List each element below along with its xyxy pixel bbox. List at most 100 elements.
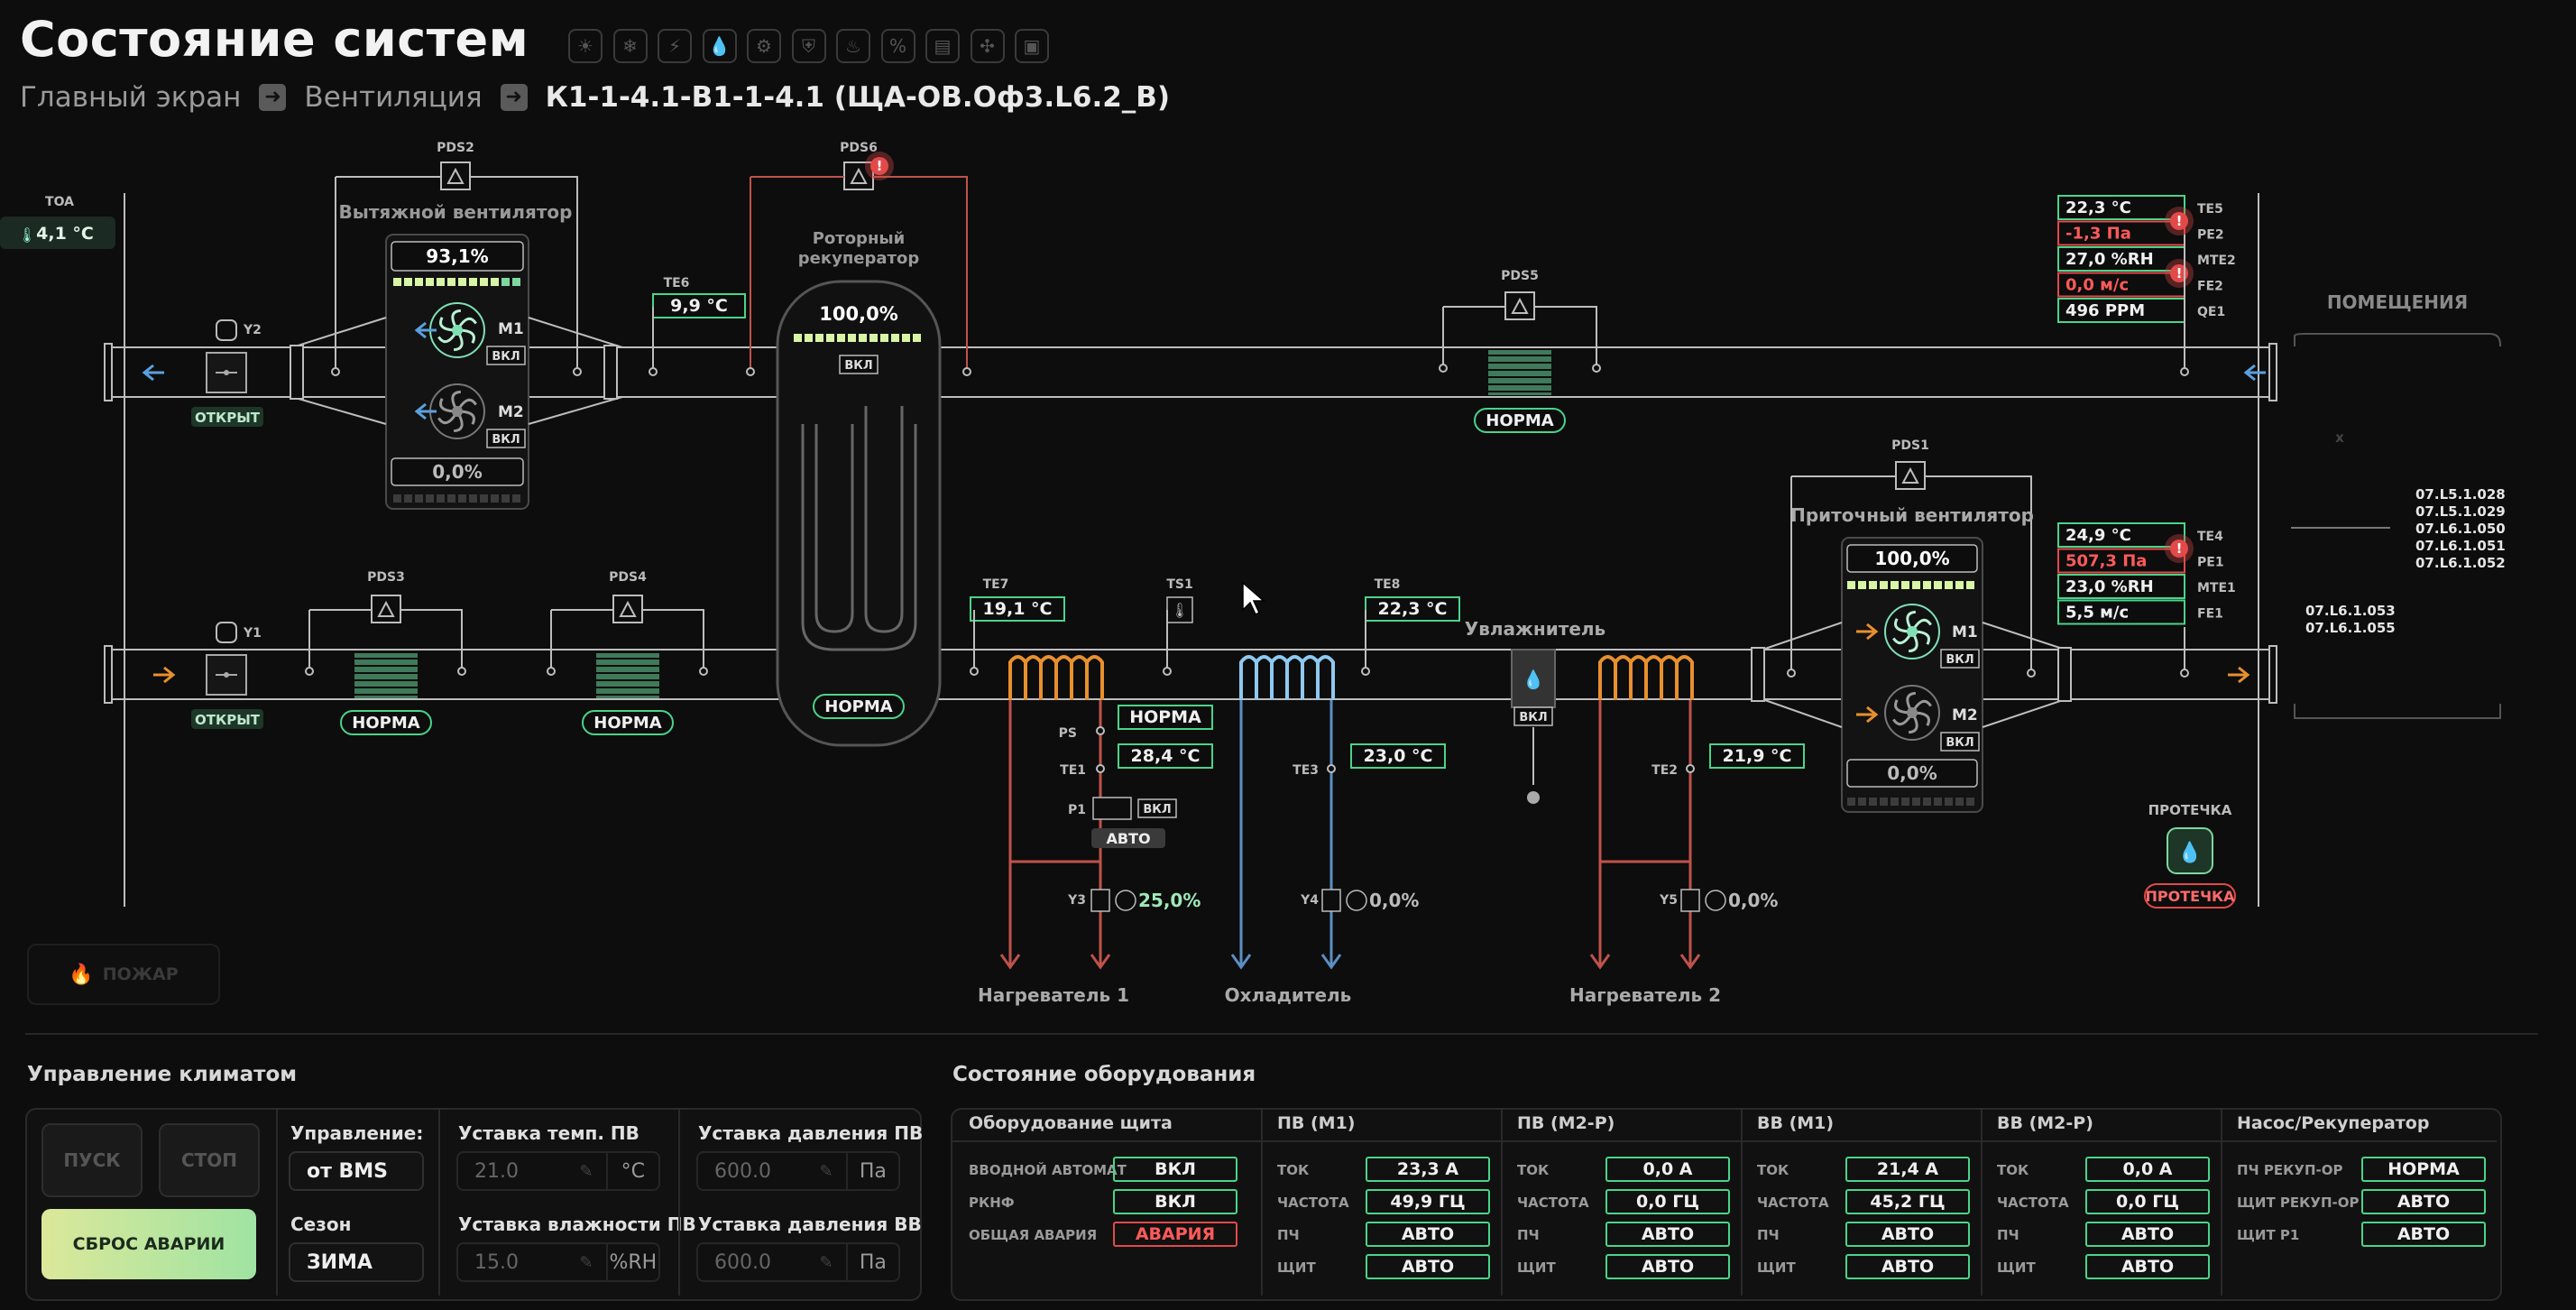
valve-y4-icon: [1321, 889, 1341, 912]
equipment-row-label: ПЧ: [1517, 1227, 1540, 1243]
alarm-icon: [870, 157, 888, 175]
te8-label: TE8: [1375, 577, 1401, 592]
control-mode-select[interactable]: от BMS: [289, 1151, 424, 1191]
exhaust-sensor-id: PE2: [2197, 228, 2224, 243]
speed-bar-segment: [1880, 798, 1888, 806]
equipment-row-label: ЩИТ: [1757, 1259, 1796, 1276]
equipment-column-header: ПВ (М1): [1277, 1113, 1356, 1133]
supply-m1-state: ВКЛ: [1946, 653, 1973, 667]
reset-alarm-button[interactable]: СБРОС АВАРИИ: [41, 1209, 256, 1279]
y4-value: 0,0%: [1369, 890, 1419, 911]
sun-icon[interactable]: ☀: [568, 29, 603, 63]
te1-value: 28,4 °C: [1131, 746, 1201, 766]
equipment-status-value: НОРМА: [2361, 1157, 2486, 1182]
supply-fan-m1-icon-hub: [1907, 626, 1918, 637]
alarm-mark: !: [2176, 265, 2183, 281]
te2-value: 21,9 °C: [1723, 746, 1792, 766]
pds3-state-pill: [340, 710, 432, 735]
humidity-setpoint-input[interactable]: 15.0✎%RH: [456, 1242, 660, 1282]
te3-value-box: [1350, 743, 1446, 769]
speed-bar-segment: [1891, 581, 1899, 589]
fire-button[interactable]: 🔥 ПОЖАР: [27, 944, 220, 1005]
recuperator-status-pill: [813, 694, 905, 719]
fan-speed-box: [391, 241, 524, 272]
equipment-row-label: ТОК: [1997, 1162, 2029, 1178]
exhaust-m2-label: M2: [498, 403, 524, 421]
duct-end-cap: [2268, 645, 2277, 704]
start-button[interactable]: ПУСК: [41, 1123, 143, 1197]
p1-mode: АВТО: [1106, 830, 1150, 847]
humidifier-state: ВКЛ: [1519, 711, 1547, 724]
te3-label: TE3: [1293, 763, 1319, 778]
exhaust-m1-state-box: [486, 346, 526, 365]
speed-bar-segment: [1923, 798, 1931, 806]
mouse-cursor-icon: [1242, 581, 1266, 616]
equipment-row-label: ТОК: [1277, 1162, 1310, 1178]
outdoor-temp-bg: [0, 217, 115, 249]
snowflake-icon[interactable]: ❄: [612, 29, 648, 63]
heater-icon[interactable]: ♨: [836, 29, 870, 63]
shield-icon[interactable]: ⛨: [791, 29, 826, 63]
breadcrumb: Главный экран ➜ Вентиляция ➜ К1-1-4.1-В1…: [20, 81, 1170, 114]
speed-bar-segment: [437, 278, 445, 286]
damper-y1-label: Y1: [243, 626, 262, 641]
supply-sensor-box: [2057, 599, 2185, 625]
pencil-icon: ✎: [579, 1161, 593, 1181]
supply-filter-2: [596, 653, 659, 698]
speed-bar-segment: [1934, 581, 1942, 589]
speed-bar-segment: [447, 278, 455, 286]
exhaust-fan-speed2: 0,0%: [432, 461, 482, 483]
ts1-label: TS1: [1166, 577, 1192, 592]
equipment-state-panel: [951, 1108, 2502, 1301]
stop-button[interactable]: СТОП: [159, 1123, 260, 1197]
breadcrumb-section[interactable]: Вентиляция: [304, 81, 483, 114]
season-select[interactable]: ЗИМА: [289, 1242, 424, 1282]
equipment-row-label: ЩИТ РЕКУП-ОР: [2237, 1195, 2360, 1211]
equipment-row-label: ПЧ: [1997, 1227, 2019, 1243]
speed-bar-segment: [805, 334, 813, 342]
supply-fan-speed2: 0,0%: [1887, 762, 1937, 784]
percent-icon[interactable]: %: [880, 29, 915, 63]
actuator-icon: [216, 622, 237, 643]
speed-bar-segment: [1966, 581, 1974, 589]
speed-bar-segment: [1945, 581, 1953, 589]
flex-connector: [2057, 647, 2072, 702]
equipment-status-value: АВТО: [2361, 1189, 2486, 1214]
valve-y3-icon: [1090, 889, 1110, 912]
pressure-unit: Па: [845, 1244, 898, 1280]
equipment-status-value: АВТО: [1845, 1254, 1970, 1279]
exhaust-sensor-box: [2057, 195, 2185, 220]
pipe-end: [1230, 954, 1252, 970]
power-icon[interactable]: ⚡: [658, 29, 692, 63]
breadcrumb-home[interactable]: Главный экран: [20, 81, 242, 114]
supply-fan-speed: 100,0%: [1874, 548, 1949, 569]
valve-actuator-icon: [1705, 890, 1726, 911]
humidifier-sensor: [1527, 791, 1540, 804]
temp-setpoint-input[interactable]: 21.0✎°C: [456, 1151, 660, 1191]
exhaust-sensor-box: [2057, 220, 2185, 246]
leak-sensor: [2167, 827, 2213, 874]
actuator-icon: [216, 319, 237, 341]
supply-pressure-setpoint-input[interactable]: 600.0✎Па: [696, 1151, 900, 1191]
temp-setpoint-label: Уставка темп. ПВ: [458, 1122, 639, 1144]
pipe-end: [1090, 954, 1111, 970]
flex-connector: [290, 345, 304, 400]
equipment-column-header: ПВ (М2-Р): [1517, 1113, 1615, 1133]
exhaust-sensor-id: FE2: [2197, 280, 2223, 294]
fan-icon[interactable]: ✣: [970, 29, 1005, 63]
exhaust-pressure-setpoint-value: 600.0: [714, 1250, 771, 1274]
speed-bar-segment: [415, 494, 423, 503]
ac-unit-icon[interactable]: ▤: [925, 29, 960, 63]
pump-icon[interactable]: ⚙: [747, 29, 781, 63]
equipment-row-label: ЩИТ Р1: [2237, 1227, 2300, 1243]
speed-bar-segment: [1901, 798, 1909, 806]
humidity-unit: %RH: [605, 1244, 658, 1280]
speed-bar-segment: [794, 334, 802, 342]
exhaust-m2-state: ВКЛ: [492, 433, 520, 447]
water-drop-icon[interactable]: 💧: [702, 29, 737, 63]
recuperator-speed: 100,0%: [819, 303, 897, 325]
flex-connector: [603, 345, 618, 400]
panel-icon[interactable]: ▣: [1015, 29, 1049, 63]
speed-bar-segment: [1923, 581, 1931, 589]
exhaust-pressure-setpoint-input[interactable]: 600.0✎Па: [696, 1242, 900, 1282]
